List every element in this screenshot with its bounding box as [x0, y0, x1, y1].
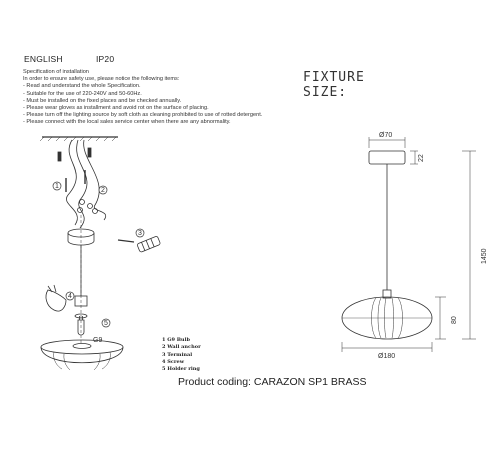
callout-label: 1: [55, 183, 59, 190]
dimension-canopy-diameter: Ø70: [379, 132, 392, 139]
g9-bulb: [77, 319, 85, 336]
specification-block: Specification of installation In order t…: [23, 69, 293, 127]
terminal: [77, 207, 83, 213]
connector-wire: [117, 239, 135, 243]
terminal: [79, 199, 85, 205]
dimension-total-height: 1450: [481, 248, 488, 264]
power-cable: [83, 139, 107, 221]
lamp-holder: [74, 295, 88, 307]
legend-item: 3 Terminal: [162, 351, 193, 358]
legend-item: 1 G9 Bulb: [162, 337, 190, 343]
parts-legend: 1 G9 Bulb 2 Wall anchor 3 Terminal 4 Scr…: [162, 337, 201, 373]
callout-3: [135, 228, 145, 238]
callout-label: 2: [101, 187, 105, 194]
specification-item: - Suitable for the use of 220-240V and 5…: [23, 90, 142, 97]
power-cable: [66, 139, 78, 226]
wall-anchor: [57, 151, 62, 162]
shade-body: [40, 346, 124, 364]
wall-anchor: [87, 147, 92, 158]
callout-markers: [52, 181, 145, 328]
specification-intro: In order to ensure safety use, please no…: [23, 76, 180, 83]
callout-1: [52, 181, 62, 191]
language-label: ENGLISH: [24, 54, 63, 64]
specification-title: Specification of installation: [23, 69, 89, 75]
ip-rating: IP20: [96, 54, 115, 64]
terminal: [87, 203, 93, 209]
bulb-label: G9: [93, 337, 102, 344]
dimension-shade-diameter: Ø180: [378, 353, 395, 360]
terminal-connector: [137, 236, 161, 253]
fixture-size-heading: FIXTURE SIZE:: [303, 70, 365, 100]
canopy: [368, 150, 406, 165]
fixture-dimension-drawing: [341, 137, 476, 352]
installation-diagram: [39, 136, 161, 371]
specification-item: - Read and understand the whole Specific…: [23, 83, 141, 90]
shade-ribs: [53, 351, 111, 371]
shade-opening: [72, 343, 92, 349]
specification-item: - Please connect with the local sales se…: [23, 119, 231, 126]
callout-4: [65, 291, 75, 301]
callout-label: 5: [104, 320, 108, 327]
holder: [382, 289, 392, 299]
document-header: ENGLISH IP20: [24, 54, 114, 64]
specification-item: - Please wear gloves as installment and …: [23, 105, 209, 112]
callout-2: [98, 185, 108, 195]
callout-5: [101, 318, 111, 328]
dimension-canopy-height: 22: [418, 154, 425, 162]
callout-label: 4: [68, 293, 72, 300]
legend-item: 4 Screw: [162, 358, 184, 365]
fixture-heading-line2: SIZE:: [303, 85, 348, 100]
dimension-shade-height: 80: [451, 316, 458, 324]
shade-top: [40, 339, 124, 355]
canopy-part: [67, 233, 95, 246]
hand-drawing: [45, 284, 67, 312]
product-coding: Product coding: CARAZON SP1 BRASS: [178, 376, 367, 388]
ceiling-hatch: [39, 136, 117, 142]
specification-item: - Please turn off the lighting source by…: [23, 112, 263, 119]
legend-item: 5 Holder ring: [162, 366, 200, 373]
specification-item: - Must be installed on the fixed places …: [23, 97, 182, 104]
legend-item: 2 Wall anchor: [162, 344, 201, 351]
terminal: [92, 208, 98, 214]
callout-label: 3: [138, 230, 142, 237]
fixture-heading-line1: FIXTURE: [303, 70, 365, 85]
